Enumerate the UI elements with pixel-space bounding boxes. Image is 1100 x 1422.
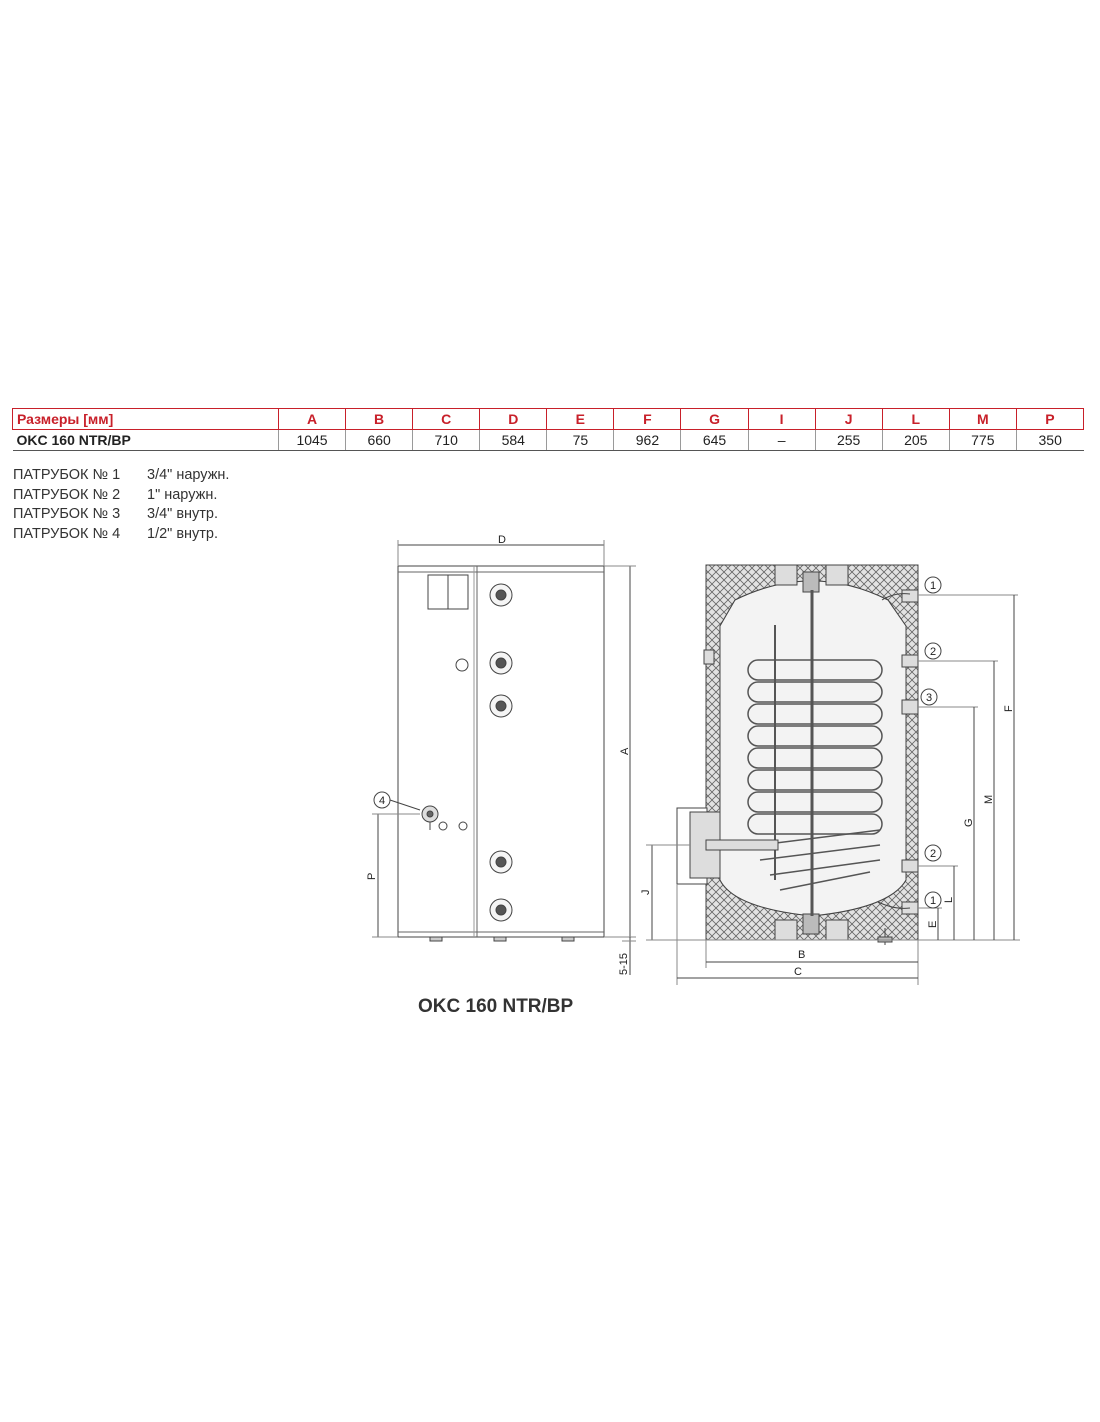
cell-a: 1045 <box>277 429 346 451</box>
connection-spec: 1/2" внутр. <box>147 525 219 542</box>
callout-1-bottom: 1 <box>924 891 942 909</box>
dim-label-c: C <box>794 966 802 978</box>
cell-p: 350 <box>1015 429 1084 451</box>
col-header-f: F <box>613 408 682 430</box>
connection-notes: ПАТРУБОК № 1 3/4" наружн. ПАТРУБОК № 2 1" … <box>13 466 229 544</box>
callout-3: 3 <box>920 688 938 706</box>
connection-spec: 1" наружн. <box>147 486 218 503</box>
connection-note-2: ПАТРУБОК № 2 1" наружн. <box>13 486 229 506</box>
svg-text:4: 4 <box>379 795 385 807</box>
dimensions-table: Размеры [мм] A B C D E F G I J L M P OKC… <box>12 408 1085 451</box>
port-circles <box>489 583 513 922</box>
connection-name: ПАТРУБОК № 3 <box>13 506 121 522</box>
svg-text:1: 1 <box>930 580 936 592</box>
connection-spec: 3/4" наружн. <box>147 467 230 483</box>
connection-note-1: ПАТРУБОК № 1 3/4" наружн. <box>13 466 229 486</box>
dim-label-e: E <box>927 921 939 928</box>
col-header-i: I <box>747 408 816 430</box>
table-row: OKC 160 NTR/BP 1045 660 710 584 75 962 6… <box>12 429 1084 451</box>
dim-label-j: J <box>640 890 652 896</box>
connection-name: ПАТРУБОК № 1 <box>13 467 121 483</box>
dim-label-l: L <box>943 897 955 903</box>
connection-pipes <box>703 589 919 915</box>
callout-2-bottom: 2 <box>924 844 942 862</box>
col-header-c: C <box>412 408 481 430</box>
dim-label-a: A <box>619 747 631 755</box>
col-header-m: M <box>948 408 1017 430</box>
section-view <box>646 564 1020 985</box>
cell-g: 645 <box>680 429 749 451</box>
cell-l: 205 <box>881 429 950 451</box>
col-header-l: L <box>881 408 950 430</box>
drawing-caption: OKC 160 NTR/BP <box>418 996 574 1017</box>
dim-label-g: G <box>963 818 975 827</box>
col-header-j: J <box>814 408 883 430</box>
callout-4: 4 <box>373 791 391 809</box>
cell-d: 584 <box>479 429 547 451</box>
cell-e: 75 <box>546 429 614 451</box>
dim-label-d: D <box>498 534 506 546</box>
table-header-label: Размеры [мм] <box>12 408 279 430</box>
col-header-e: E <box>546 408 615 430</box>
cell-j: 255 <box>814 429 883 451</box>
indicator-round <box>455 658 469 672</box>
dim-label-b: B <box>798 949 805 961</box>
dim-label-f: F <box>1003 705 1015 712</box>
dim-label-p: P <box>366 873 378 880</box>
cell-i: – <box>747 429 816 451</box>
front-view <box>372 540 636 975</box>
callout-2-top: 2 <box>924 642 942 660</box>
dim-label-m: M <box>983 795 995 804</box>
port-4-fitting <box>421 805 468 831</box>
cell-c: 710 <box>412 429 480 451</box>
col-header-p: P <box>1015 408 1085 430</box>
connection-note-4: ПАТРУБОК № 4 1/2" внутр. <box>13 525 229 545</box>
front-body-outline <box>397 565 605 938</box>
col-header-d: D <box>479 408 548 430</box>
connection-note-3: ПАТРУБОК № 3 3/4" внутр. <box>13 505 229 525</box>
heat-exchanger-coil <box>747 659 883 891</box>
callout-1-top: 1 <box>924 576 942 594</box>
svg-text:2: 2 <box>930 646 936 658</box>
svg-text:3: 3 <box>926 692 932 704</box>
cell-b: 660 <box>345 429 413 451</box>
svg-text:1: 1 <box>930 895 936 907</box>
table-header-row: Размеры [мм] A B C D E F G I J L M P <box>12 408 1085 430</box>
col-header-g: G <box>680 408 749 430</box>
cell-m: 775 <box>948 429 1017 451</box>
svg-text:2: 2 <box>930 848 936 860</box>
connection-name: ПАТРУБОК № 4 <box>13 525 121 542</box>
connection-name: ПАТРУБОК № 2 <box>13 486 121 503</box>
connection-spec: 3/4" внутр. <box>147 506 219 522</box>
dim-label-feet: 5-15 <box>618 953 630 975</box>
cell-f: 962 <box>613 429 681 451</box>
row-model: OKC 160 NTR/BP <box>12 429 279 451</box>
